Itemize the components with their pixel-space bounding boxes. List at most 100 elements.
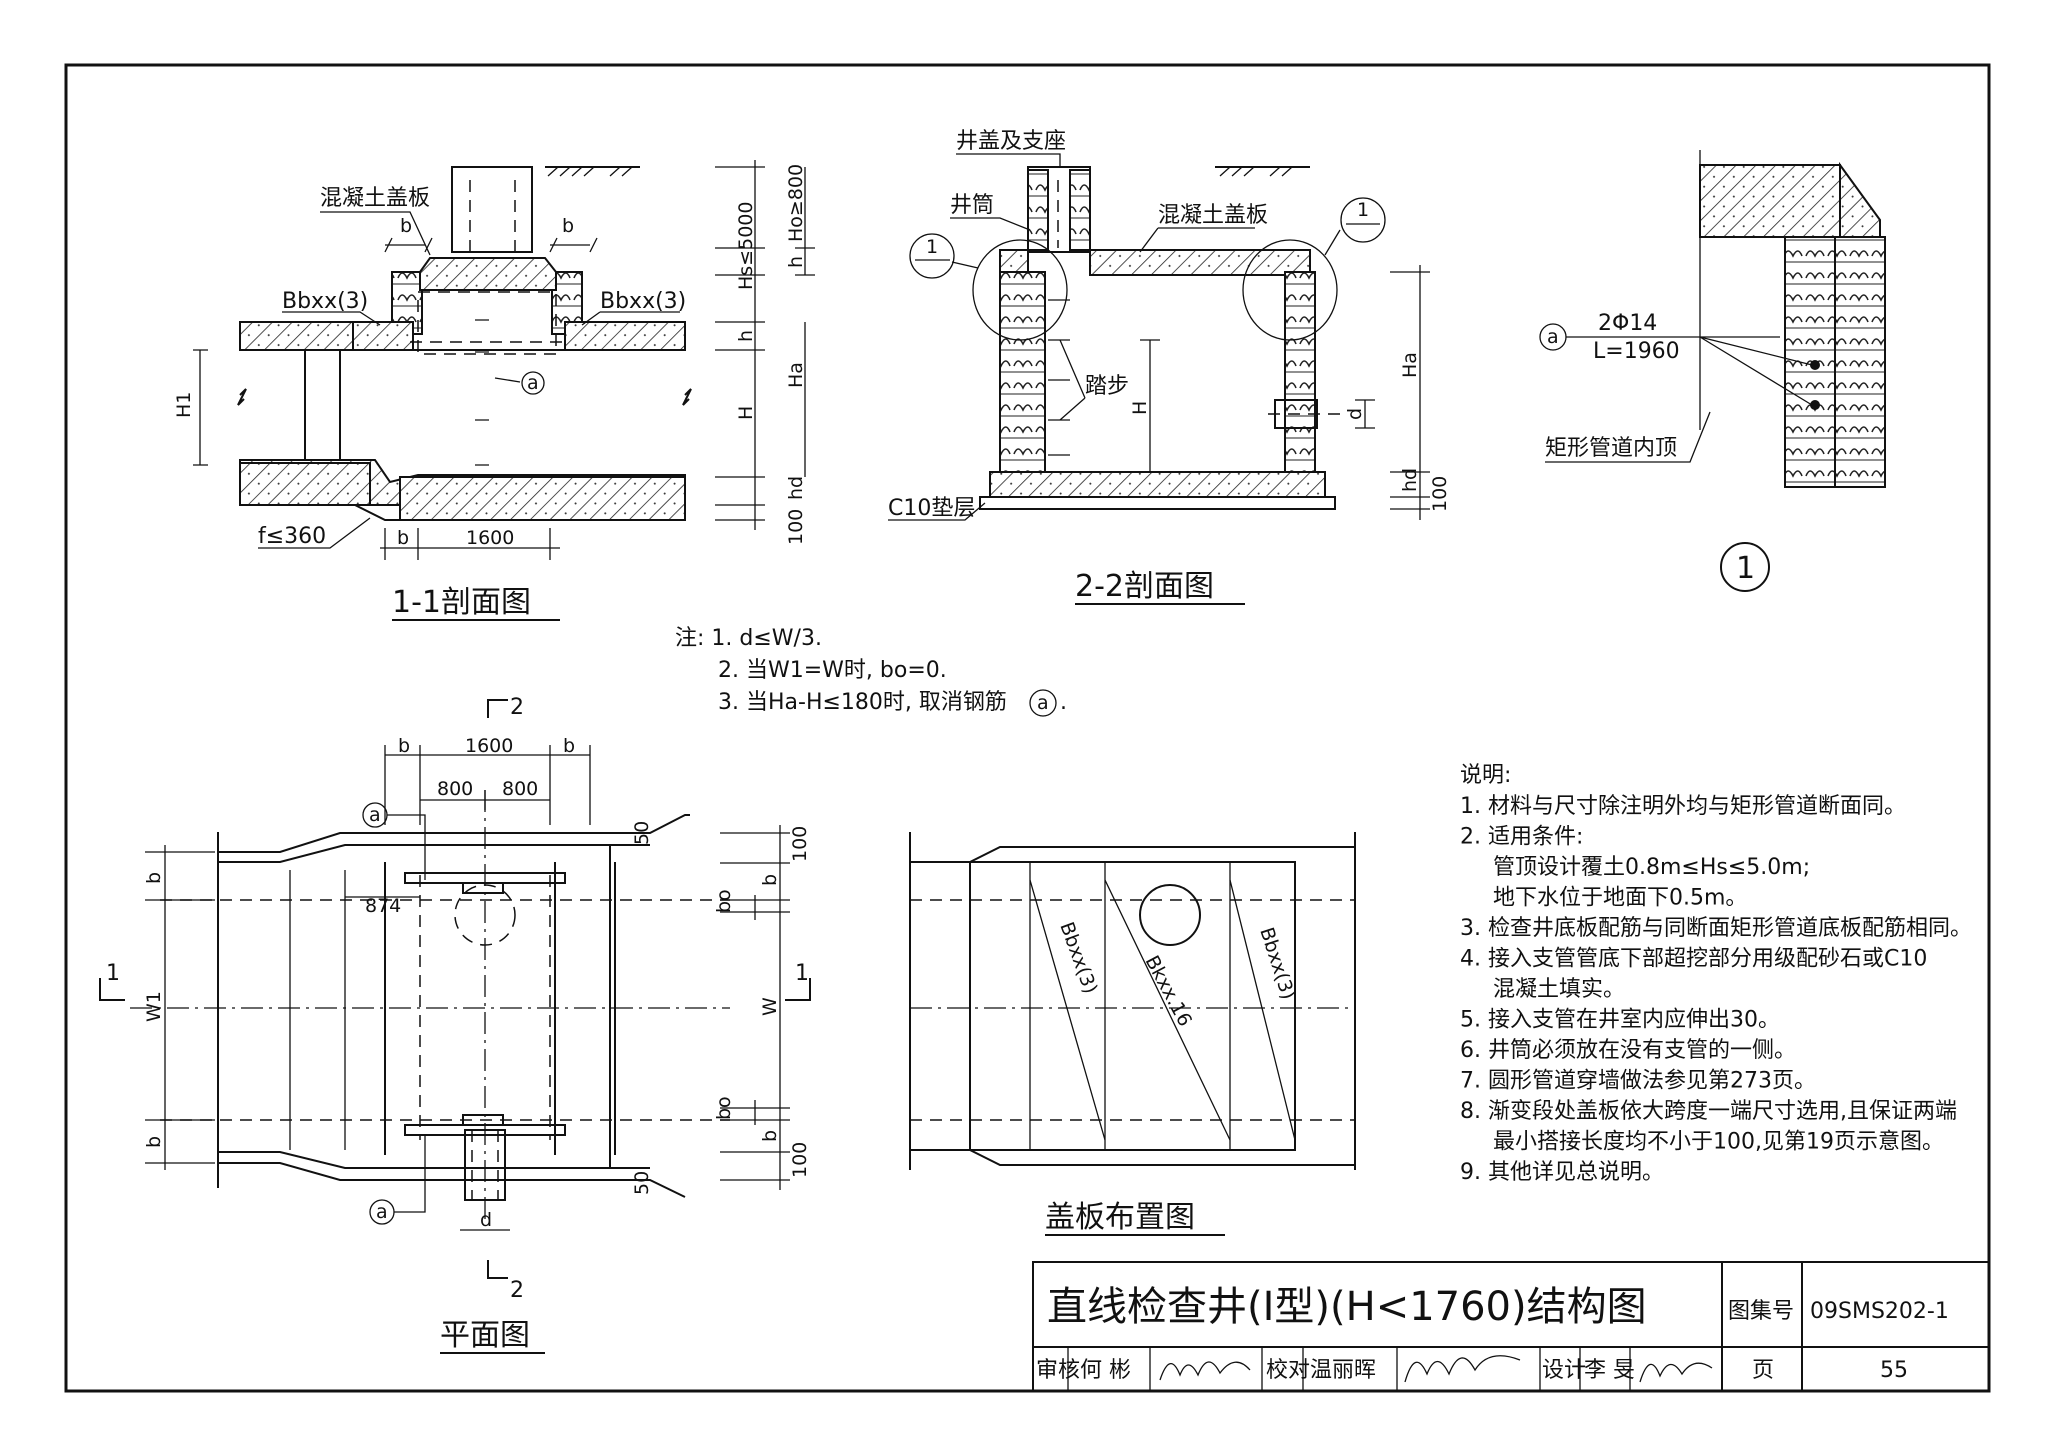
sec11-bbxx-left: Bbxx(3) — [282, 289, 368, 314]
explain-item: 5. 接入支管在井室内应伸出30。 — [1460, 1008, 1780, 1033]
plan-b-right: b — [563, 735, 575, 757]
cover-bbxx-right: Bbxx(3) — [1255, 925, 1299, 1003]
sec22-title: 2-2剖面图 — [1075, 569, 1214, 604]
sec11-cover-label: 混凝土盖板 — [320, 186, 430, 211]
plan-bo-br: bo — [713, 1096, 735, 1120]
sec22-shaft-label: 井筒 — [950, 193, 994, 218]
atlas-no: 09SMS202-1 — [1810, 1299, 1949, 1324]
sec11-title: 1-1剖面图 — [392, 585, 531, 620]
sec11-h1: h — [785, 256, 807, 268]
plan-100-top: 100 — [789, 826, 811, 862]
cover-bbxx-left: Bbxx(3) — [1055, 919, 1101, 997]
plan-b-tl: b — [143, 872, 165, 884]
section-1-1: a 混凝土盖板 b b Bbxx(3) Bbxx(3) H1 f≤360 b 1… — [173, 160, 815, 621]
check-signature — [1404, 1355, 1521, 1383]
sec11-Hs: Hs≤5000 — [735, 202, 757, 290]
sec11-b-right: b — [562, 215, 574, 237]
review-signature — [1159, 1361, 1251, 1381]
explain-item: 8. 渐变段处盖板依大跨度一端尺寸选用,且保证两端 — [1460, 1099, 1957, 1124]
note-3: 3. 当Ha-H≤180时, 取消钢筋 — [718, 690, 1007, 715]
explanation: 说明: 1. 材料与尺寸除注明外均与矩形管道断面同。 2. 适用条件: 管顶设计覆土… — [1460, 763, 1972, 1185]
review-name: 何 彬 — [1080, 1358, 1131, 1383]
plan-800a: 800 — [437, 778, 473, 800]
explain-item: 管顶设计覆土0.8m≤Hs≤5.0m; — [1493, 855, 1810, 880]
sec11-a-label: a — [527, 372, 539, 394]
plan-W: W — [759, 997, 781, 1016]
explain-item: 混凝土填实。 — [1493, 977, 1625, 1002]
plan-W1: W1 — [143, 991, 165, 1022]
explain-item: 3. 检查井底板配筋与同断面矩形管道底板配筋相同。 — [1460, 916, 1972, 941]
design-signature — [1639, 1362, 1713, 1383]
sec11-b-bottom: b — [397, 527, 409, 549]
section-2-2: 1 1 井盖及支座 井筒 混凝土盖板 踏步 C10垫层 H d Ha hd 10… — [888, 129, 1451, 605]
plan-1600: 1600 — [465, 735, 513, 757]
cover-title: 盖板布置图 — [1045, 1200, 1195, 1235]
sec11-H1: H1 — [173, 392, 195, 418]
explain-head: 说明: — [1460, 763, 1511, 788]
explain-item: 6. 井筒必须放在没有支管的一侧。 — [1460, 1038, 1796, 1063]
explain-item: 2. 适用条件: — [1460, 825, 1583, 850]
sec11-hd: hd — [785, 476, 807, 500]
detail-1: a 2Φ14 L=1960 矩形管道内顶 1 — [1539, 150, 1886, 592]
plan-sec1-right: 1 — [795, 961, 809, 986]
sec22-c10-label: C10垫层 — [888, 496, 975, 521]
plan-b-left: b — [398, 735, 410, 757]
note-1: 注: 1. d≤W/3. — [675, 626, 822, 651]
plan-50-bot: 50 — [631, 1171, 653, 1195]
sec22-hd: hd — [1399, 468, 1421, 492]
explain-item: 7. 圆形管道穿墙做法参见第273页。 — [1460, 1069, 1816, 1094]
plan-b-br: b — [759, 1130, 781, 1142]
sec11-Ho: Ho≥800 — [785, 164, 807, 242]
sec22-callout-right: 1 — [1357, 199, 1369, 221]
sec22-Ha: Ha — [1399, 352, 1421, 378]
plan-title: 平面图 — [440, 1318, 530, 1353]
plan-a-top: a — [369, 804, 381, 826]
explain-item: 最小搭接长度均不小于100,见第19页示意图。 — [1493, 1130, 1944, 1155]
sec11-b-left: b — [400, 215, 412, 237]
drawing-title: 直线检查井(I型)(H<1760)结构图 — [1047, 1284, 1647, 1330]
detail-rebar: 2Φ14 — [1598, 311, 1657, 336]
outer-frame — [64, 63, 1991, 1393]
sec11-H: H — [735, 406, 757, 420]
page-label: 页 — [1752, 1358, 1774, 1383]
check-name: 温丽晖 — [1310, 1358, 1376, 1383]
detail-number: 1 — [1736, 551, 1755, 586]
explain-item: 4. 接入支管管底下部超挖部分用级配砂石或C10 — [1460, 947, 1927, 972]
sec22-cover-support: 井盖及支座 — [956, 129, 1066, 154]
note-a-callout: a — [1037, 692, 1049, 714]
explain-item: 1. 材料与尺寸除注明外均与矩形管道断面同。 — [1460, 794, 1906, 819]
detail-length: L=1960 — [1593, 339, 1680, 364]
sec22-H: H — [1129, 401, 1151, 415]
notes: 注: 1. d≤W/3. 2. 当W1=W时, bo=0. 3. 当Ha-H≤1… — [675, 626, 1067, 717]
sec11-bbxx-right: Bbxx(3) — [600, 289, 686, 314]
sec22-100: 100 — [1429, 476, 1451, 512]
plan-a-bot: a — [376, 1201, 388, 1223]
plan-b-bl: b — [143, 1136, 165, 1148]
sec11-Ha: Ha — [785, 362, 807, 388]
explain-item: 9. 其他详见总说明。 — [1460, 1160, 1664, 1185]
plan-sec1-left: 1 — [106, 961, 120, 986]
plan-50-top: 50 — [631, 821, 653, 845]
detail-a-callout: a — [1547, 326, 1559, 348]
page-no: 55 — [1880, 1358, 1908, 1383]
plan-d: d — [480, 1209, 492, 1231]
review-label: 审核 — [1036, 1358, 1080, 1383]
plan-b-tr: b — [759, 874, 781, 886]
cover-bkxx-mid: Bkxx.16 — [1141, 952, 1196, 1030]
note-2: 2. 当W1=W时, bo=0. — [718, 658, 947, 683]
explain-item: 地下水位于地面下0.5m。 — [1493, 886, 1747, 911]
title-block: 直线检查井(I型)(H<1760)结构图 图集号 09SMS202-1 审核 何… — [1032, 1261, 1990, 1392]
sec11-f-label: f≤360 — [258, 524, 326, 549]
check-label: 校对 — [1266, 1358, 1310, 1383]
sec22-cover-label: 混凝土盖板 — [1158, 203, 1268, 228]
sec11-100: 100 — [785, 509, 807, 545]
cover-layout: Bbxx(3) Bkxx.16 Bbxx(3) 盖板布置图 — [909, 832, 1356, 1236]
design-label: 设计 — [1542, 1358, 1586, 1383]
note-3-end: . — [1060, 690, 1067, 715]
detail-top-label: 矩形管道内顶 — [1545, 436, 1677, 461]
plan-100-bot: 100 — [789, 1142, 811, 1178]
sec11-1600: 1600 — [466, 527, 514, 549]
design-name: 李 旻 — [1584, 1358, 1635, 1383]
atlas-label: 图集号 — [1728, 1299, 1794, 1324]
